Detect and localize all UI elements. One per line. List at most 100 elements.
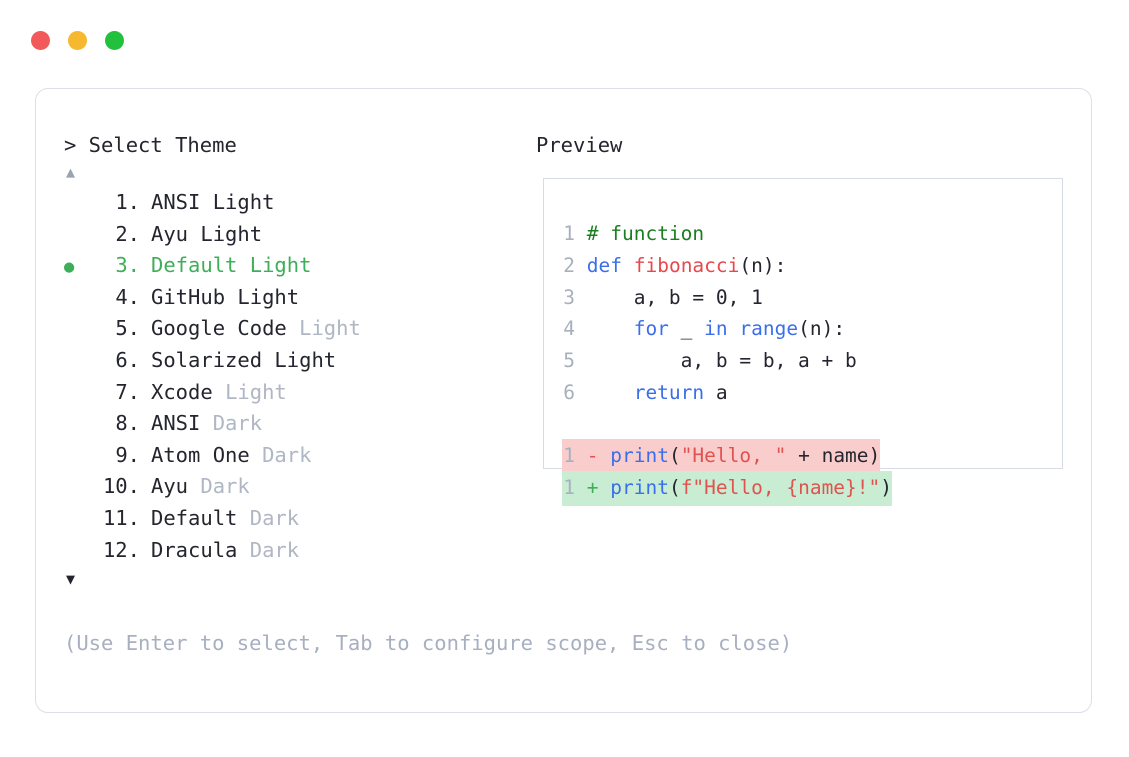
maximize-button[interactable] <box>105 31 124 50</box>
theme-name: Atom One <box>151 442 263 467</box>
code-token <box>575 222 587 245</box>
theme-index: 3. <box>115 253 140 278</box>
code-token: ( <box>668 475 681 499</box>
window-traffic-lights <box>31 31 124 50</box>
line-number: 1 <box>563 222 575 245</box>
theme-index: 8. <box>115 411 140 436</box>
code-token: a, b = b, a + b <box>575 349 857 373</box>
theme-variant: Light <box>225 379 287 404</box>
code-spacer <box>562 409 892 439</box>
theme-list-item[interactable]: 4. GitHub Light <box>64 282 534 314</box>
code-token: , <box>727 285 752 309</box>
theme-list-item[interactable]: ● 3. Default Light <box>64 250 534 282</box>
line-number: 4 <box>563 317 575 341</box>
code-token: range <box>739 317 799 341</box>
select-theme-prompt: > Select Theme <box>64 133 237 157</box>
code-token <box>598 476 610 499</box>
line-number: 6 <box>563 380 575 404</box>
theme-index: 2. <box>115 221 140 246</box>
code-token: 0 <box>715 285 728 309</box>
code-token: _ <box>668 317 705 341</box>
theme-list-item[interactable]: 8.ANSI Dark <box>64 408 534 440</box>
minimize-button[interactable] <box>68 31 87 50</box>
diff-highlight: 1 + print(f"Hello, {name}!") <box>562 470 893 507</box>
code-line: 5 a, b = b, a + b <box>562 345 892 377</box>
theme-index: 12. <box>102 537 140 562</box>
scroll-down-icon[interactable]: ▼ <box>66 570 76 589</box>
preview-panel: Preview <box>536 131 622 159</box>
code-line: 4 for _ in range(n): <box>562 313 892 345</box>
code-line: 1 # function <box>562 218 892 250</box>
code-token: (n): <box>739 253 787 277</box>
code-token: in <box>704 317 728 341</box>
scroll-up-icon[interactable]: ▲ <box>66 163 76 181</box>
theme-list-item[interactable]: 2. Ayu Light <box>64 219 534 251</box>
theme-variant: Dark <box>249 505 300 530</box>
line-number: 3 <box>563 285 575 309</box>
theme-index: 5. <box>115 316 140 341</box>
theme-variant: Light <box>200 221 263 246</box>
theme-variant: Dark <box>200 474 250 499</box>
theme-variant: Dark <box>262 442 312 467</box>
theme-list-item[interactable]: 7.Xcode Light <box>64 377 534 409</box>
theme-index: 6. <box>115 347 140 372</box>
code-token: return <box>633 380 705 404</box>
line-number: 1 <box>563 475 575 499</box>
theme-name: GitHub <box>151 284 238 309</box>
theme-list-item[interactable]: 6. Solarized Light <box>64 345 534 377</box>
code-token <box>575 317 634 340</box>
selected-bullet-icon: ● <box>64 257 75 278</box>
line-number: 1 <box>563 443 575 467</box>
theme-list-item[interactable]: 9. Atom One Dark <box>64 440 534 472</box>
code-token: for <box>633 317 669 341</box>
theme-list-item[interactable]: 12. Dracula Dark <box>64 535 534 567</box>
close-button[interactable] <box>31 31 50 50</box>
theme-variant: Light <box>274 347 337 372</box>
theme-name: Xcode <box>151 379 226 404</box>
diff-highlight: 1 - print("Hello, " + name) <box>562 438 881 475</box>
diff-sign: - <box>575 443 599 467</box>
code-token: + name) <box>786 443 881 467</box>
theme-list-item[interactable]: 10.Ayu Dark <box>64 471 534 503</box>
code-token <box>728 317 740 340</box>
code-token <box>575 254 587 277</box>
code-token: a, b = <box>575 285 716 309</box>
theme-name: Google Code <box>151 316 300 341</box>
theme-index: 10. <box>102 474 140 499</box>
code-token: def <box>586 253 622 277</box>
theme-list-item[interactable]: 1.ANSI Light <box>64 187 534 219</box>
theme-index: 4. <box>115 284 140 309</box>
preview-label: Preview <box>536 133 623 157</box>
theme-variant: Light <box>249 253 312 278</box>
code-token: (n): <box>798 317 846 341</box>
theme-name: Default <box>151 505 250 530</box>
theme-variant: Light <box>299 316 361 341</box>
theme-list-item[interactable]: 5. Google Code Light <box>64 313 534 345</box>
code-line: 2 def fibonacci(n): <box>562 250 892 282</box>
code-token: "Hello, " <box>680 443 787 467</box>
theme-index: 9. <box>115 442 140 467</box>
code-token: print <box>610 443 669 467</box>
theme-name: ANSI <box>151 190 213 214</box>
code-token: 1 <box>751 285 763 309</box>
code-token: print <box>610 475 669 499</box>
theme-variant: Dark <box>212 411 263 436</box>
theme-name: Dracula <box>151 537 250 562</box>
theme-variant: Dark <box>249 537 300 562</box>
code-line: 6 return a <box>562 377 892 409</box>
theme-list-item[interactable]: 11. Default Dark <box>64 503 534 535</box>
theme-name: Default <box>151 253 250 278</box>
theme-index: 11. <box>102 505 140 530</box>
theme-variant: Light <box>237 284 300 309</box>
code-token: a <box>704 380 728 404</box>
theme-name: Solarized <box>151 347 275 372</box>
theme-name: Ayu <box>151 221 201 246</box>
code-token: f"Hello, {name}!" <box>680 475 881 499</box>
theme-variant: Light <box>212 190 275 214</box>
code-token <box>575 381 634 404</box>
code-line: 3 a, b = 0, 1 <box>562 282 892 314</box>
